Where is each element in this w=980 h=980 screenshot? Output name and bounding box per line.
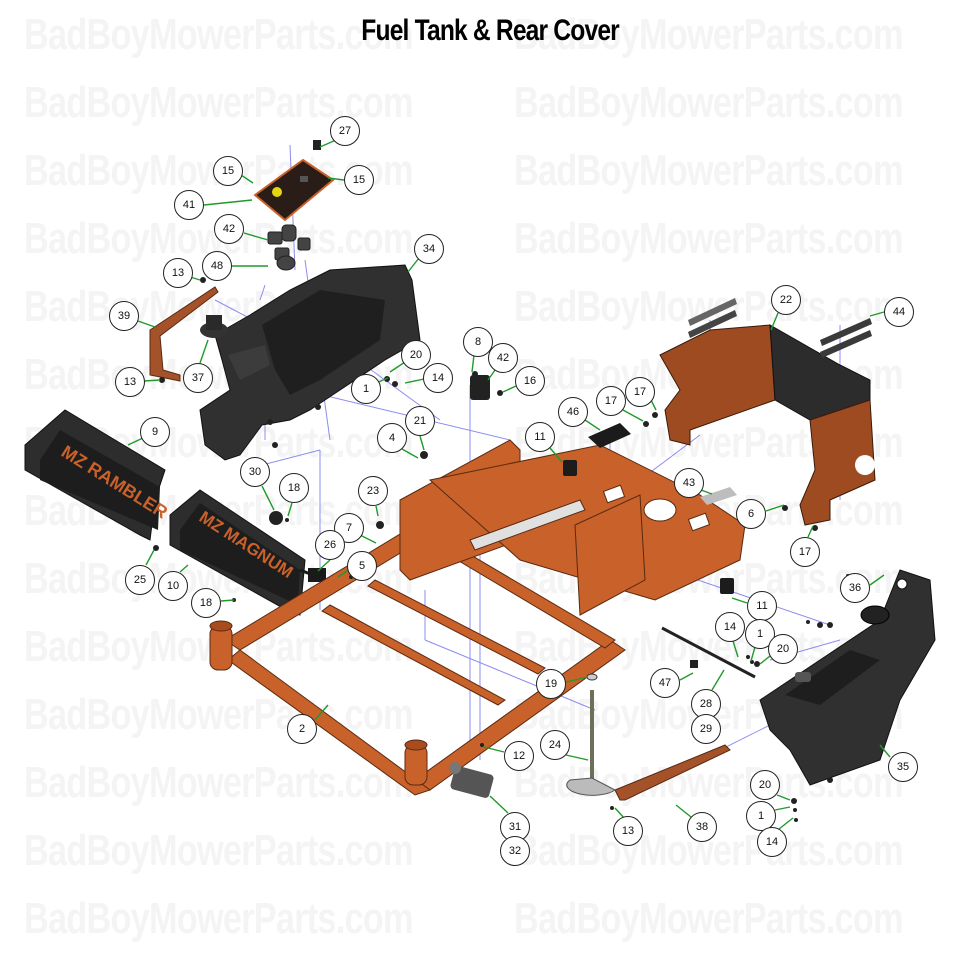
rambler-panel-part: MZ RAMBLER bbox=[24, 409, 171, 541]
callout-42: 42 bbox=[214, 214, 244, 244]
callout-5: 5 bbox=[347, 551, 377, 581]
trim-strips-part bbox=[688, 298, 872, 358]
shaft-24-part bbox=[566, 673, 616, 796]
callout-35: 35 bbox=[888, 752, 918, 782]
callout-37: 37 bbox=[183, 363, 213, 393]
fuel-tank-part bbox=[759, 569, 936, 786]
switch-11b-part bbox=[720, 578, 734, 594]
callout-29: 29 bbox=[691, 714, 721, 744]
leader-arrows bbox=[127, 139, 891, 830]
callout-32: 32 bbox=[500, 836, 530, 866]
callout-22: 22 bbox=[771, 285, 801, 315]
callout-27: 27 bbox=[330, 116, 360, 146]
callout-20: 20 bbox=[401, 340, 431, 370]
callout-17: 17 bbox=[596, 386, 626, 416]
switch-11-part bbox=[563, 460, 577, 476]
page-title-text: Fuel Tank & Rear Cover bbox=[361, 14, 619, 47]
callout-20: 20 bbox=[768, 634, 798, 664]
clip-47-part bbox=[690, 660, 698, 668]
magnum-panel-part: MZ MAGNUM bbox=[169, 489, 306, 616]
callout-13: 13 bbox=[163, 258, 193, 288]
callout-14: 14 bbox=[423, 363, 453, 393]
wiring-harness-part bbox=[267, 224, 311, 271]
callout-23: 23 bbox=[358, 476, 388, 506]
callout-12: 12 bbox=[504, 741, 534, 771]
callout-14: 14 bbox=[757, 827, 787, 857]
callout-13: 13 bbox=[613, 816, 643, 846]
callout-11: 11 bbox=[747, 591, 777, 621]
callout-48: 48 bbox=[202, 251, 232, 281]
callout-1: 1 bbox=[746, 801, 776, 831]
callout-2: 2 bbox=[287, 714, 317, 744]
callout-7: 7 bbox=[334, 513, 364, 543]
callout-42: 42 bbox=[488, 343, 518, 373]
page-title: Fuel Tank & Rear Cover bbox=[0, 14, 980, 48]
callout-18: 18 bbox=[279, 473, 309, 503]
rear-cover-part bbox=[659, 324, 876, 526]
callout-44: 44 bbox=[884, 297, 914, 327]
callout-46: 46 bbox=[558, 397, 588, 427]
callout-15: 15 bbox=[344, 165, 374, 195]
chassis-platform-part bbox=[399, 439, 746, 616]
callout-24: 24 bbox=[540, 730, 570, 760]
callout-30: 30 bbox=[240, 457, 270, 487]
decal-46-part bbox=[588, 423, 631, 448]
callout-6: 6 bbox=[736, 499, 766, 529]
callout-20: 20 bbox=[750, 770, 780, 800]
callout-17: 17 bbox=[790, 537, 820, 567]
rear-console-cover-part bbox=[199, 264, 421, 461]
callout-18: 18 bbox=[191, 588, 221, 618]
callout-41: 41 bbox=[174, 190, 204, 220]
callout-34: 34 bbox=[414, 234, 444, 264]
callout-26: 26 bbox=[315, 530, 345, 560]
callout-19: 19 bbox=[536, 669, 566, 699]
callout-13: 13 bbox=[115, 367, 145, 397]
relay-part bbox=[470, 375, 490, 400]
callout-17: 17 bbox=[625, 377, 655, 407]
seat-switch-part bbox=[449, 762, 494, 798]
decal-43-part bbox=[700, 487, 737, 505]
callout-15: 15 bbox=[213, 156, 243, 186]
callout-16: 16 bbox=[515, 366, 545, 396]
control-panel-part bbox=[253, 140, 335, 222]
callout-11: 11 bbox=[525, 422, 555, 452]
main-frame-part bbox=[209, 524, 626, 796]
knob-part bbox=[269, 511, 283, 525]
rod-28-part bbox=[661, 626, 756, 679]
callout-21: 21 bbox=[405, 406, 435, 436]
cup-holder-part bbox=[200, 315, 228, 338]
callout-47: 47 bbox=[650, 668, 680, 698]
callout-36: 36 bbox=[840, 573, 870, 603]
callout-14: 14 bbox=[715, 612, 745, 642]
bracket-39-part bbox=[149, 286, 219, 382]
callout-1: 1 bbox=[351, 374, 381, 404]
callout-10: 10 bbox=[158, 571, 188, 601]
bracket-38-part bbox=[614, 744, 731, 801]
callout-43: 43 bbox=[674, 468, 704, 498]
callout-39: 39 bbox=[109, 301, 139, 331]
callout-4: 4 bbox=[377, 423, 407, 453]
callout-38: 38 bbox=[687, 812, 717, 842]
callout-31: 31 bbox=[500, 812, 530, 842]
callout-9: 9 bbox=[140, 417, 170, 447]
callout-25: 25 bbox=[125, 565, 155, 595]
